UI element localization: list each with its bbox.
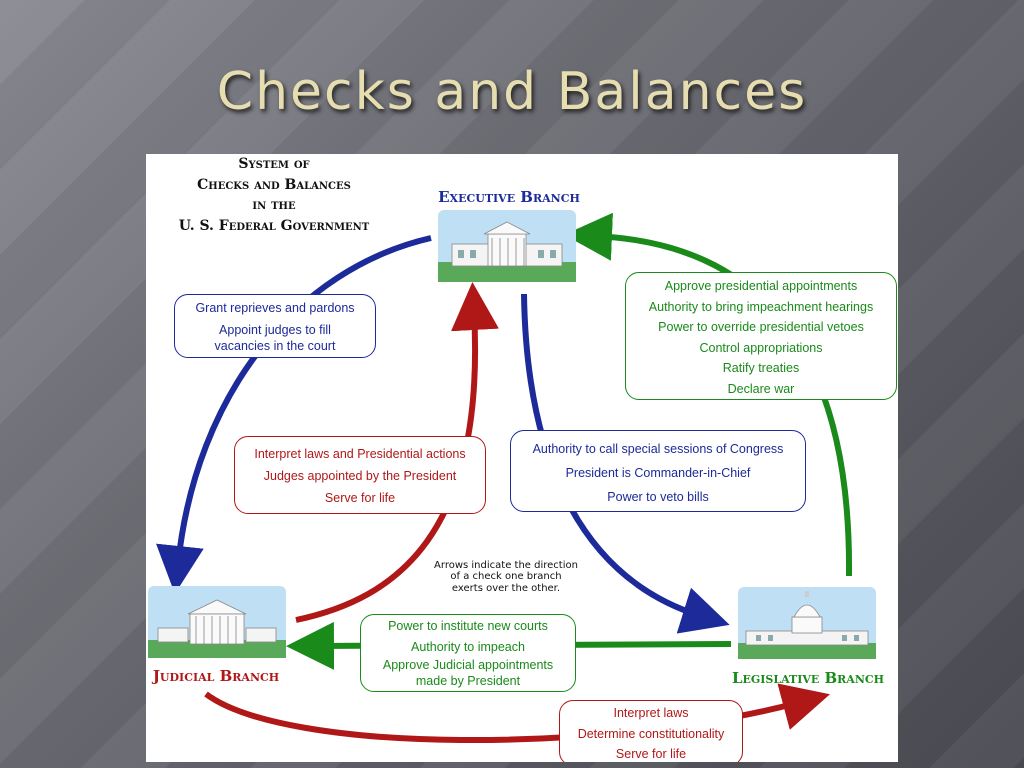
heading-line-2: Checks and Balances	[197, 177, 351, 193]
checks-balances-diagram: System of Checks and Balances in the U. …	[146, 154, 898, 762]
heading-line-4: U. S. Federal Government	[179, 218, 370, 234]
box-legislative-to-judicial: Power to institute new courts Authority …	[360, 614, 576, 692]
arrow-exec-to-judicial	[156, 235, 432, 594]
legislative-to-judicial-item: Approve Judicial appointments	[382, 658, 554, 672]
note-line-3: exerts over the other.	[452, 583, 560, 594]
heading-line-1: System of	[238, 156, 309, 172]
exec-to-legislative-item: Power to veto bills	[607, 490, 709, 504]
supreme-court-icon	[148, 586, 286, 658]
legislative-to-judicial-item: made by President	[415, 674, 521, 688]
judicial-to-exec-item: Interpret laws and Presidential actions	[254, 447, 466, 461]
exec-to-legislative-item: President is Commander-in-Chief	[565, 466, 751, 480]
judicial-branch-label: Judicial Branch	[151, 667, 279, 685]
legislative-to-exec-item: Declare war	[727, 381, 795, 396]
executive-branch-label: Executive Branch	[438, 188, 580, 206]
box-legislative-to-exec: Approve presidential appointments Author…	[625, 272, 897, 400]
box-judicial-to-legislative: Interpret laws Determine constitutionali…	[559, 700, 743, 762]
white-house-icon	[438, 210, 576, 282]
exec-to-judicial-item: vacancies in the court	[214, 339, 336, 353]
box-exec-to-legislative: Authority to call special sessions of Co…	[510, 430, 806, 512]
capitol-icon	[738, 587, 876, 659]
legislative-to-exec-item: Authority to bring impeachment hearings	[648, 299, 874, 314]
legislative-to-exec-item: Ratify treaties	[722, 361, 800, 375]
legislative-to-exec-item: Approve presidential appointments	[664, 279, 858, 293]
legislative-branch-label: Legislative Branch	[732, 669, 884, 687]
slide-title: Checks and Balances	[216, 62, 808, 122]
box-exec-to-judicial: Grant reprieves and pardons Appoint judg…	[174, 294, 376, 358]
legislative-to-exec-item: Power to override presidential vetoes	[658, 320, 864, 334]
judicial-to-exec-item: Judges appointed by the President	[263, 469, 457, 483]
judicial-to-legislative-item: Serve for life	[615, 747, 687, 761]
box-judicial-to-exec: Interpret laws and Presidential actions …	[234, 436, 486, 514]
arrow-note: Arrows indicate the direction of a check…	[434, 560, 578, 594]
diagram-heading: System of Checks and Balances in the U. …	[179, 156, 370, 234]
exec-to-judicial-item: Appoint judges to fill	[219, 323, 331, 337]
exec-to-judicial-item: Grant reprieves and pardons	[195, 301, 355, 315]
heading-line-3: in the	[252, 197, 296, 213]
arrows-layer: System of Checks and Balances in the U. …	[148, 156, 884, 744]
judicial-to-exec-item: Serve for life	[324, 491, 396, 505]
legislative-to-exec-item: Control appropriations	[699, 340, 823, 355]
arrow-judicial-to-exec	[295, 282, 499, 623]
note-line-1: Arrows indicate the direction	[434, 560, 578, 571]
legislative-to-judicial-item: Power to institute new courts	[388, 619, 548, 633]
judicial-to-legislative-item: Interpret laws	[613, 706, 689, 720]
note-line-2: of a check one branch	[450, 571, 561, 582]
exec-to-legislative-item: Authority to call special sessions of Co…	[532, 442, 784, 456]
legislative-to-judicial-item: Authority to impeach	[411, 640, 525, 654]
judicial-to-legislative-item: Determine constitutionality	[577, 726, 725, 741]
